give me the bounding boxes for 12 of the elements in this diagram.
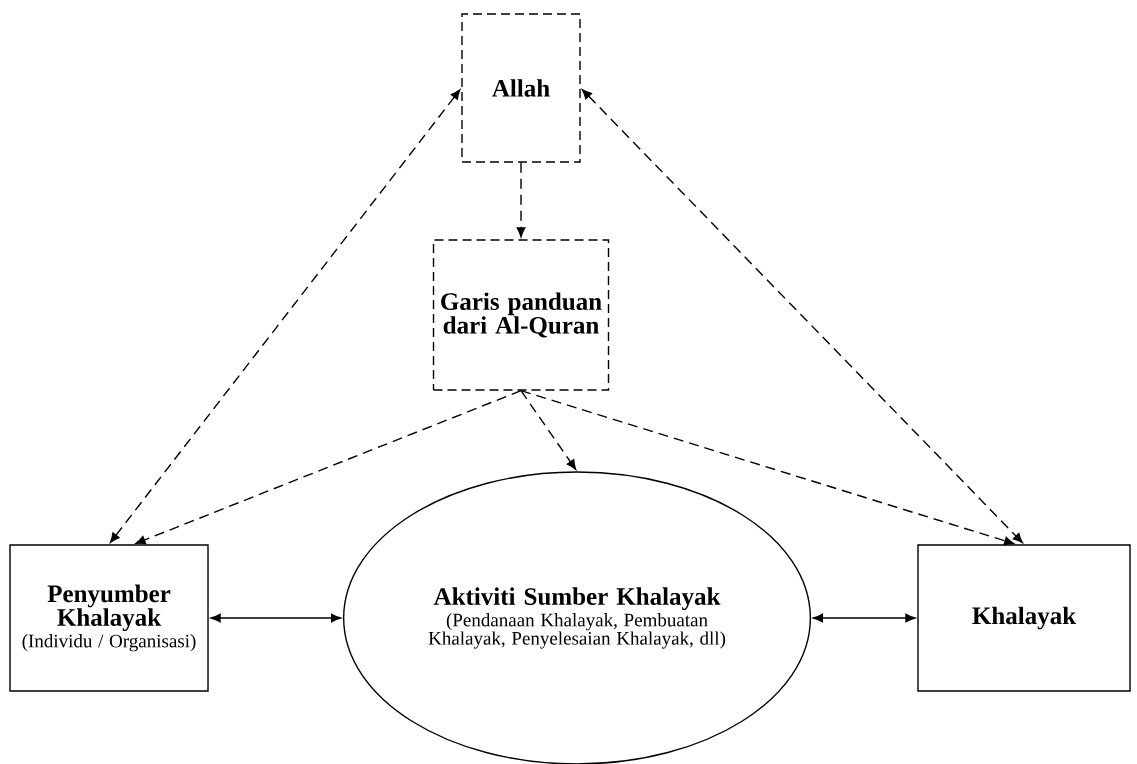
dashed-box: Garis panduan dari Al-Quran bbox=[432, 239, 610, 391]
arrow bbox=[516, 162, 526, 238]
arrow bbox=[581, 89, 1023, 544]
arrow bbox=[520, 390, 577, 470]
process-box: Khalayak bbox=[917, 544, 1131, 692]
arrow bbox=[135, 390, 522, 545]
process-box: Penyumber Khalayak (Individu / Organisasi) bbox=[9, 544, 209, 692]
arrow bbox=[520, 390, 1015, 546]
dashed-box: Allah bbox=[461, 13, 581, 163]
arrow bbox=[210, 613, 342, 623]
arrow bbox=[812, 613, 916, 623]
arrow bbox=[109, 89, 461, 543]
